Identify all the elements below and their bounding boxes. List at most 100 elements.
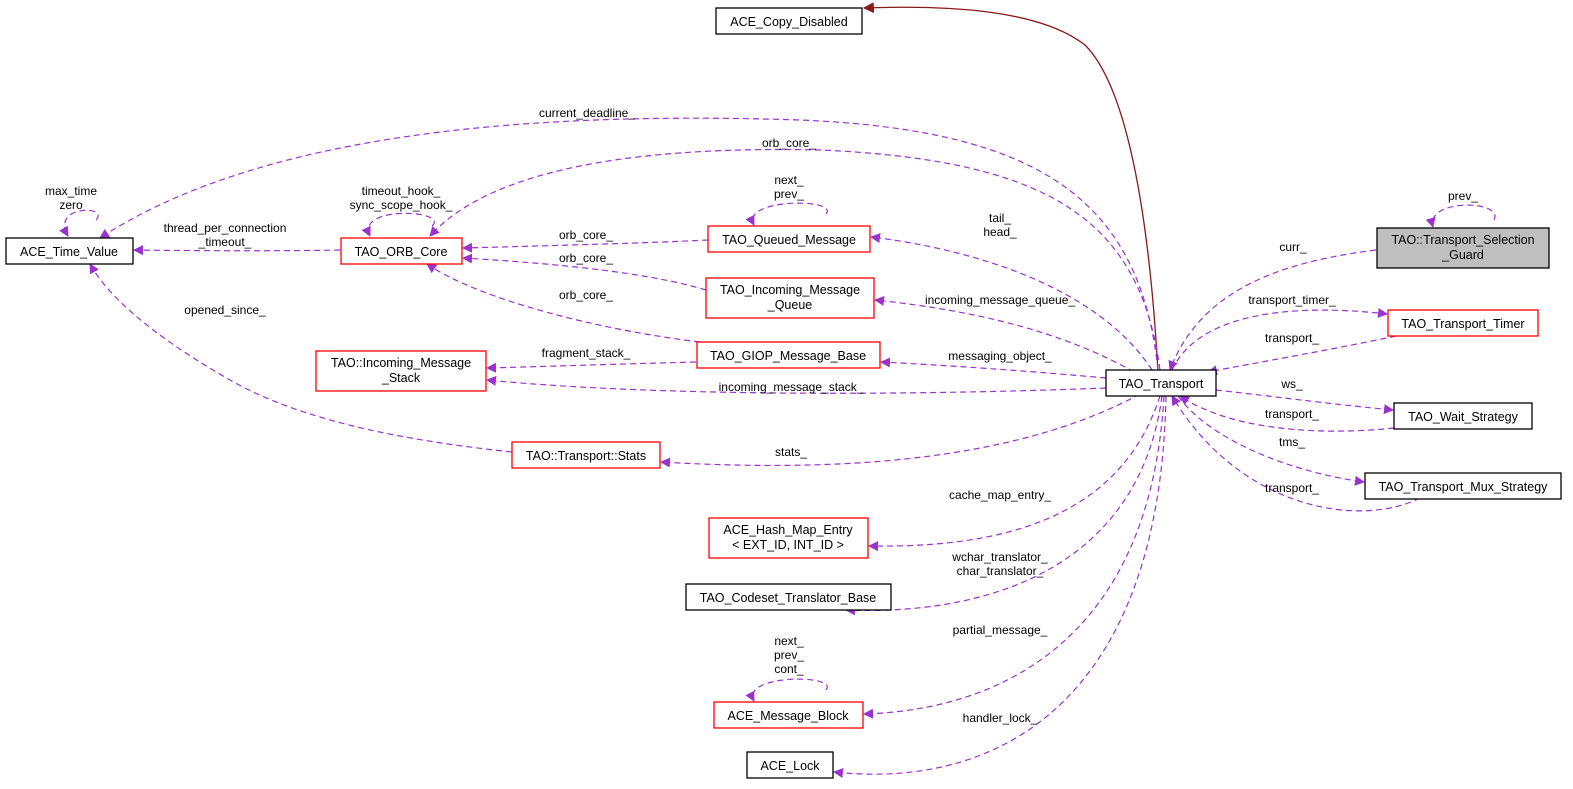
edge-incoming-message-queue <box>874 295 1135 373</box>
edge-orb-core-giop <box>426 263 701 343</box>
edge-transport-from-timer <box>1207 335 1397 376</box>
node-tao-codeset-translator-base[interactable]: TAO_Codeset_Translator_Base <box>685 583 892 611</box>
label-mb-prev: prev_ <box>774 648 804 662</box>
edge-transport-timer <box>1171 308 1388 371</box>
svg-text:TAO_Queued_Message: TAO_Queued_Message <box>722 233 856 247</box>
label-current-deadline: current_deadline_ <box>539 106 635 120</box>
label-wchar-translator: wchar_translator_ <box>951 550 1048 564</box>
node-tao-wait-strategy[interactable]: TAO_Wait_Strategy <box>1393 402 1533 430</box>
label-cache-map-entry: cache_map_entry_ <box>949 488 1051 502</box>
label-sync-scope-hook: sync_scope_hook_ <box>350 198 453 212</box>
edge-cache-map-entry <box>868 395 1161 552</box>
label-orb-core-queued: orb_core_ <box>559 228 613 242</box>
svg-text:_Guard: _Guard <box>1441 248 1484 262</box>
label-opened-since: opened_since_ <box>184 303 266 317</box>
node-ace-time-value[interactable]: ACE_Time_Value <box>5 237 134 265</box>
label-zero: zero <box>59 198 83 212</box>
edge-tail-head <box>870 233 1153 371</box>
label-transport-from-timer: transport_ <box>1265 331 1319 345</box>
node-tao-transport-timer[interactable]: TAO_Transport_Timer <box>1387 309 1539 337</box>
label-max-time: max_time <box>45 184 97 198</box>
edge-thread-per-connection <box>133 245 341 256</box>
edge-inheritance-copy-disabled <box>862 2 1159 373</box>
svg-text:TAO_GIOP_Message_Base: TAO_GIOP_Message_Base <box>710 349 866 363</box>
nodes: ACE_Copy_Disabled ACE_Time_Value TAO_ORB… <box>5 7 1562 779</box>
edge-incoming-message-stack <box>486 375 1107 394</box>
label-orb-core-transport: orb_core_ <box>762 136 816 150</box>
label-orb-core-incoming: orb_core_ <box>559 251 613 265</box>
svg-text:ACE_Message_Block: ACE_Message_Block <box>728 709 850 723</box>
edge-fragment-stack <box>486 361 697 373</box>
edge-handler-lock <box>833 395 1167 778</box>
edge-tms <box>1177 395 1365 486</box>
label-queued-next: next_ <box>774 173 804 187</box>
node-ace-copy-disabled[interactable]: ACE_Copy_Disabled <box>715 7 863 35</box>
edge-transport-from-mux <box>1171 395 1421 512</box>
node-tao-giop-message-base[interactable]: TAO_GIOP_Message_Base <box>696 341 881 369</box>
edge-messaging-object <box>880 357 1107 379</box>
label-tail: tail_ <box>989 211 1011 225</box>
edge-partial-message <box>863 395 1165 719</box>
node-tao-queued-message[interactable]: TAO_Queued_Message <box>707 225 871 253</box>
node-tao-incoming-message-queue[interactable]: TAO_Incoming_Message _Queue <box>705 277 875 319</box>
label-head: head_ <box>983 225 1017 239</box>
svg-text:TAO_Wait_Strategy: TAO_Wait_Strategy <box>1408 410 1519 424</box>
edge-orb-core-transport <box>429 148 1161 371</box>
svg-text:ACE_Copy_Disabled: ACE_Copy_Disabled <box>730 15 847 29</box>
svg-text:_Queue: _Queue <box>767 298 813 312</box>
edge-queued-message-self <box>745 202 828 226</box>
svg-text:TAO_Incoming_Message: TAO_Incoming_Message <box>720 283 860 297</box>
label-ws: ws_ <box>1280 377 1303 391</box>
label-queued-prev: prev_ <box>774 187 804 201</box>
edge-curr <box>1168 249 1377 371</box>
label-mb-next: next_ <box>774 634 804 648</box>
label-timeout-hook: timeout_hook_ <box>362 184 441 198</box>
node-tao-orb-core[interactable]: TAO_ORB_Core <box>340 237 463 265</box>
node-ace-hash-map-entry[interactable]: ACE_Hash_Map_Entry < EXT_ID, INT_ID > <box>708 517 869 559</box>
edge-orb-core-queued <box>462 239 709 253</box>
edge-guard-self <box>1425 204 1496 228</box>
edge-time-value-self <box>59 209 99 237</box>
node-tao-transport-stats[interactable]: TAO::Transport::Stats <box>511 441 661 469</box>
edge-orb-core-self <box>361 212 435 237</box>
label-tms: tms_ <box>1279 435 1305 449</box>
edge-message-block-self <box>745 678 828 702</box>
edge-translators <box>845 395 1163 616</box>
node-tao-transport[interactable]: TAO_Transport <box>1105 369 1217 397</box>
label-incoming-message-queue: incoming_message_queue_ <box>925 293 1075 307</box>
node-tao-transport-mux-strategy[interactable]: TAO_Transport_Mux_Strategy <box>1364 472 1562 500</box>
svg-text:TAO::Incoming_Message: TAO::Incoming_Message <box>331 356 471 370</box>
label-transport-from-wait: transport_ <box>1265 407 1319 421</box>
svg-text:ACE_Hash_Map_Entry: ACE_Hash_Map_Entry <box>723 523 853 537</box>
label-partial-message: partial_message_ <box>953 623 1048 637</box>
edge-ws <box>1215 389 1394 415</box>
label-guard-prev: prev_ <box>1448 189 1478 203</box>
label-orb-core-giop: orb_core_ <box>559 288 613 302</box>
svg-text:TAO_Transport_Mux_Strategy: TAO_Transport_Mux_Strategy <box>1379 480 1549 494</box>
node-tao-incoming-message-stack[interactable]: TAO::Incoming_Message _Stack <box>315 350 487 392</box>
node-tao-transport-selection-guard[interactable]: TAO::Transport_Selection _Guard <box>1376 227 1550 269</box>
svg-text:< EXT_ID, INT_ID >: < EXT_ID, INT_ID > <box>732 538 844 552</box>
svg-text:TAO_ORB_Core: TAO_ORB_Core <box>355 245 448 259</box>
edge-opened-since <box>89 263 513 453</box>
label-transport-timer: transport_timer_ <box>1248 293 1336 307</box>
label-stats: stats_ <box>775 445 807 459</box>
edge-current-deadline <box>99 117 1159 371</box>
node-ace-lock[interactable]: ACE_Lock <box>746 751 834 779</box>
edge-orb-core-incoming <box>462 253 707 291</box>
svg-text:TAO::Transport_Selection: TAO::Transport_Selection <box>1391 233 1534 247</box>
label-mb-cont: cont_ <box>774 662 804 676</box>
label-thread-per-connection-timeout: _timeout_ <box>198 235 252 249</box>
svg-text:TAO::Transport::Stats: TAO::Transport::Stats <box>526 449 646 463</box>
label-curr: curr_ <box>1279 240 1307 254</box>
svg-text:TAO_Codeset_Translator_Base: TAO_Codeset_Translator_Base <box>700 591 877 605</box>
label-fragment-stack: fragment_stack_ <box>542 346 631 360</box>
svg-text:ACE_Time_Value: ACE_Time_Value <box>20 245 118 259</box>
label-transport-from-mux: transport_ <box>1265 481 1319 495</box>
svg-text:TAO_Transport: TAO_Transport <box>1119 377 1204 391</box>
label-handler-lock: handler_lock_ <box>963 711 1038 725</box>
edges <box>59 2 1496 778</box>
node-ace-message-block[interactable]: ACE_Message_Block <box>713 701 864 729</box>
edge-labels: max_time zero timeout_hook_ sync_scope_h… <box>45 106 1478 725</box>
label-messaging-object: messaging_object_ <box>948 349 1052 363</box>
